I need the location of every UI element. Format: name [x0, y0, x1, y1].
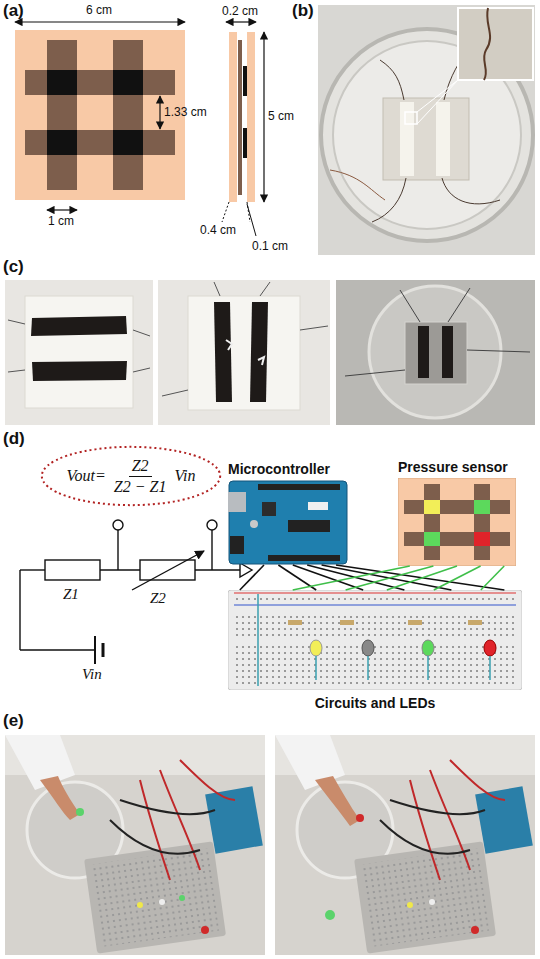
jumper-wire: [278, 565, 316, 590]
fraction: Z2Z2 − Z1: [111, 457, 170, 496]
breadboard-leds: Circuits and LEDs: [228, 590, 522, 690]
photo-horizontal-electrodes: [5, 280, 153, 425]
microcontroller-board: Microcontroller: [228, 480, 348, 565]
photo-demo-left: [5, 735, 265, 955]
formula-lhs: Vout=: [67, 467, 106, 485]
dimension-label: 0.2 cm: [222, 5, 258, 18]
photo-sensor-dish: [318, 5, 535, 255]
fraction-numerator: Z2: [129, 457, 152, 477]
dimension-label: 1 cm: [48, 215, 74, 228]
sensor-shape: [398, 478, 516, 566]
jumper-wire: [387, 566, 457, 590]
dimension-label: 0.1 cm: [252, 240, 288, 253]
dimension-label: 6 cm: [86, 4, 112, 17]
jumper-wire: [481, 566, 504, 590]
photo-demo-right: [275, 735, 535, 955]
node-heading: Circuits and LEDs: [315, 696, 436, 710]
sensor-side-view: [222, 22, 264, 236]
panel-letter: (a): [3, 2, 24, 21]
photo-assembled-dish: [336, 280, 535, 425]
formula-ellipse: Vout= Z2Z2 − Z1Vin: [40, 445, 222, 507]
dimension-label: 1.33 cm: [164, 106, 207, 119]
panel-letter: (e): [3, 712, 24, 731]
voltage-label: Vin: [82, 666, 102, 683]
dimension-label: 5 cm: [268, 110, 294, 123]
impedance-label: Z2: [150, 590, 166, 607]
jumper-wire: [434, 566, 481, 590]
jumper-wire: [346, 566, 434, 590]
board-shape: [228, 590, 522, 690]
dimension-label: 0.4 cm: [200, 224, 236, 237]
arduino-shape: [228, 480, 348, 565]
formula-input: Vin: [174, 467, 195, 485]
jumper-wire: [240, 565, 264, 590]
panel-letter: (b): [292, 2, 314, 21]
fraction-denominator: Z2 − Z1: [111, 477, 170, 496]
jumper-wire: [336, 565, 504, 590]
photo-vertical-electrodes: [158, 280, 330, 425]
sensor-top-view: [15, 22, 185, 210]
node-heading: Microcontroller: [228, 462, 330, 476]
voltage-divider-circuit: [20, 520, 252, 664]
jumper-wire: [322, 565, 452, 590]
impedance-label: Z1: [63, 586, 79, 603]
jumper-wire: [293, 565, 363, 590]
panel-letter: (d): [3, 430, 25, 449]
formula-layout: Vout= Z2Z2 − Z1Vin: [40, 445, 222, 507]
panel-letter: (c): [3, 258, 24, 277]
jumper-wire: [307, 565, 404, 590]
node-heading: Pressure sensor: [398, 460, 508, 474]
pressure-sensor-array: Pressure sensor: [398, 478, 516, 566]
jumper-wire: [293, 566, 410, 590]
